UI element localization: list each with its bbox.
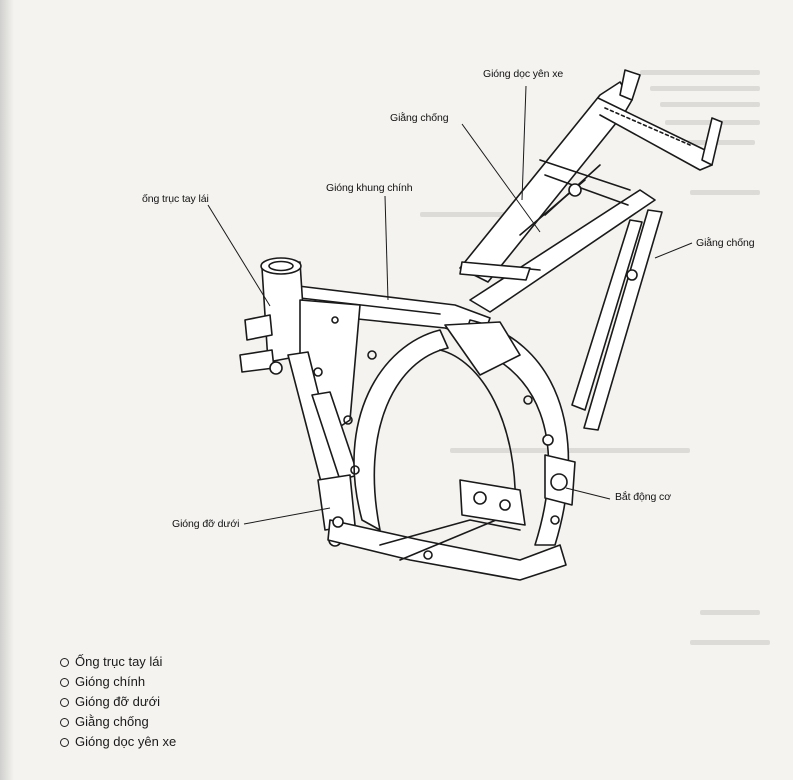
leader-engine-mount	[565, 487, 611, 500]
page-shadow	[0, 0, 14, 780]
legend-item: Giằng chống	[60, 712, 176, 732]
legend-item: Ống trục tay lái	[60, 652, 176, 672]
legend-label: Giằng chống	[75, 714, 149, 729]
legend-label: Gióng chính	[75, 674, 146, 689]
steering-head	[239, 257, 307, 375]
circle-bullet-icon	[60, 677, 69, 687]
callout-engine-mount: Bắt động cơ	[615, 491, 671, 503]
leader-brace-top	[461, 123, 541, 233]
circle-bullet-icon	[60, 657, 69, 667]
callout-brace-top: Giằng chống	[390, 112, 449, 124]
legend-item: Gióng dọc yên xe	[60, 732, 176, 752]
leader-saddle-rail	[521, 85, 527, 201]
left-cradle	[343, 329, 449, 531]
rear-braces	[568, 183, 663, 431]
legend-label: Ống trục tay lái	[75, 654, 163, 669]
leader-main-frame	[384, 195, 389, 301]
leader-steering-tube	[207, 204, 271, 307]
down-tubes	[287, 351, 359, 547]
callout-brace-right: Giằng chống	[696, 237, 755, 249]
top-brace-cluster	[444, 261, 541, 376]
callout-main-frame: Gióng khung chính	[326, 182, 413, 194]
leader-lines	[207, 85, 693, 525]
legend-label: Gióng đỡ dưới	[75, 694, 161, 709]
legend-item: Gióng chính	[60, 672, 176, 692]
leader-brace-right	[654, 242, 693, 259]
legend-label: Gióng dọc yên xe	[75, 734, 177, 749]
callout-saddle-rail: Gióng dọc yên xe	[483, 68, 564, 80]
bottom-cradle	[327, 479, 567, 581]
legend-item: Gióng đỡ dưới	[60, 692, 176, 712]
circle-bullet-icon	[60, 697, 69, 707]
circle-bullet-icon	[60, 717, 69, 727]
parts-legend: Ống trục tay lái Gióng chính Gióng đỡ dư…	[60, 652, 176, 752]
callout-steering-tube: ống trục tay lái	[142, 193, 209, 205]
callout-down-tube: Gióng đỡ dưới	[172, 518, 240, 530]
circle-bullet-icon	[60, 737, 69, 747]
seat-rails	[459, 69, 723, 313]
right-cradle	[439, 319, 576, 546]
leader-down-tube	[243, 507, 331, 525]
